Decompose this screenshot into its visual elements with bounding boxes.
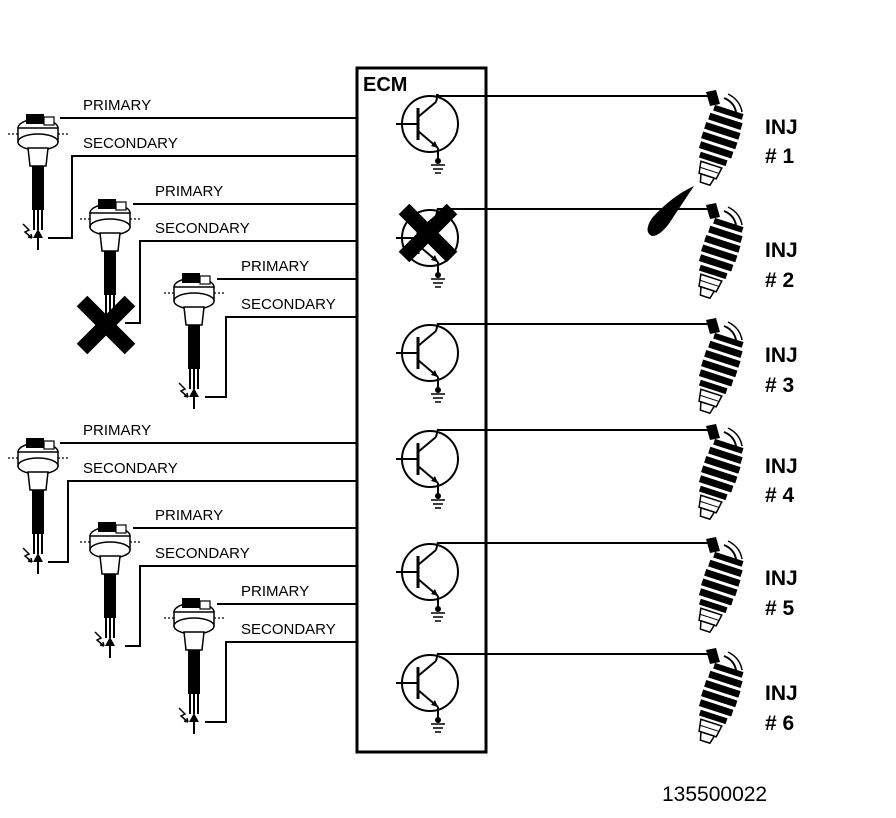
- ecm-drivers: [394, 92, 460, 734]
- coil-6-primary-label: PRIMARY: [241, 583, 309, 600]
- coil-1-secondary-label: SECONDARY: [83, 135, 178, 152]
- coil-5-primary-label: PRIMARY: [155, 507, 223, 524]
- injector-3-icon: [687, 317, 748, 419]
- injector-1-label: INJ: [765, 116, 798, 139]
- injector-4-number: # 4: [765, 484, 795, 507]
- injector-1-spray-icon: [647, 186, 694, 236]
- driver-6-transistor-icon: [394, 651, 460, 734]
- injector-3-label: INJ: [765, 344, 798, 367]
- ignition-coil-1-icon: [7, 113, 69, 251]
- injector-wiring: [436, 94, 710, 655]
- coil-4-primary-label: PRIMARY: [83, 422, 151, 439]
- injector-6-label: INJ: [765, 682, 798, 705]
- coil-3-secondary-label: SECONDARY: [241, 296, 336, 313]
- injector-5-number: # 5: [765, 597, 795, 620]
- injector-2-label: INJ: [765, 239, 798, 262]
- driver-1-transistor-icon: [394, 92, 460, 175]
- injector-5-icon: [687, 536, 748, 638]
- coil-wiring: [48, 117, 357, 723]
- injector-2-number: # 2: [765, 269, 794, 292]
- ignition-coil-3-icon: [163, 272, 225, 410]
- injector-4-label: INJ: [765, 455, 798, 478]
- injector-1-icon: [687, 89, 748, 191]
- figure-number: 135500022: [662, 783, 767, 806]
- ecm-label: ECM: [363, 74, 407, 96]
- injector-6-icon: [687, 647, 748, 749]
- injector-5-label: INJ: [765, 567, 798, 590]
- injector-4-icon: [687, 423, 748, 525]
- coil-1-primary-label: PRIMARY: [83, 97, 151, 114]
- ecm-box: [355, 66, 488, 754]
- coil-3-primary-label: PRIMARY: [241, 258, 309, 275]
- driver-5-transistor-icon: [394, 540, 460, 623]
- coil-2-secondary-label: SECONDARY: [155, 220, 250, 237]
- injector-1-number: # 1: [765, 145, 795, 168]
- coil-2-primary-label: PRIMARY: [155, 183, 223, 200]
- injector-2-icon: [687, 202, 748, 304]
- injectors: [687, 89, 748, 749]
- injector-labels: INJ # 1 INJ # 2 INJ # 3 INJ # 4 INJ # 5 …: [765, 116, 798, 735]
- injector-6-number: # 6: [765, 712, 794, 735]
- ignition-coil-5-icon: [79, 521, 141, 659]
- coil-4-secondary-label: SECONDARY: [83, 460, 178, 477]
- injector-3-number: # 3: [765, 374, 794, 397]
- coil-5-secondary-label: SECONDARY: [155, 545, 250, 562]
- coil-6-secondary-label: SECONDARY: [241, 621, 336, 638]
- driver-3-transistor-icon: [394, 321, 460, 404]
- driver-4-transistor-icon: [394, 427, 460, 510]
- ignition-coil-6-icon: [163, 597, 225, 735]
- coil-labels: PRIMARY SECONDARY PRIMARY SECONDARY PRIM…: [83, 97, 336, 638]
- ignition-coil-4-icon: [7, 437, 69, 575]
